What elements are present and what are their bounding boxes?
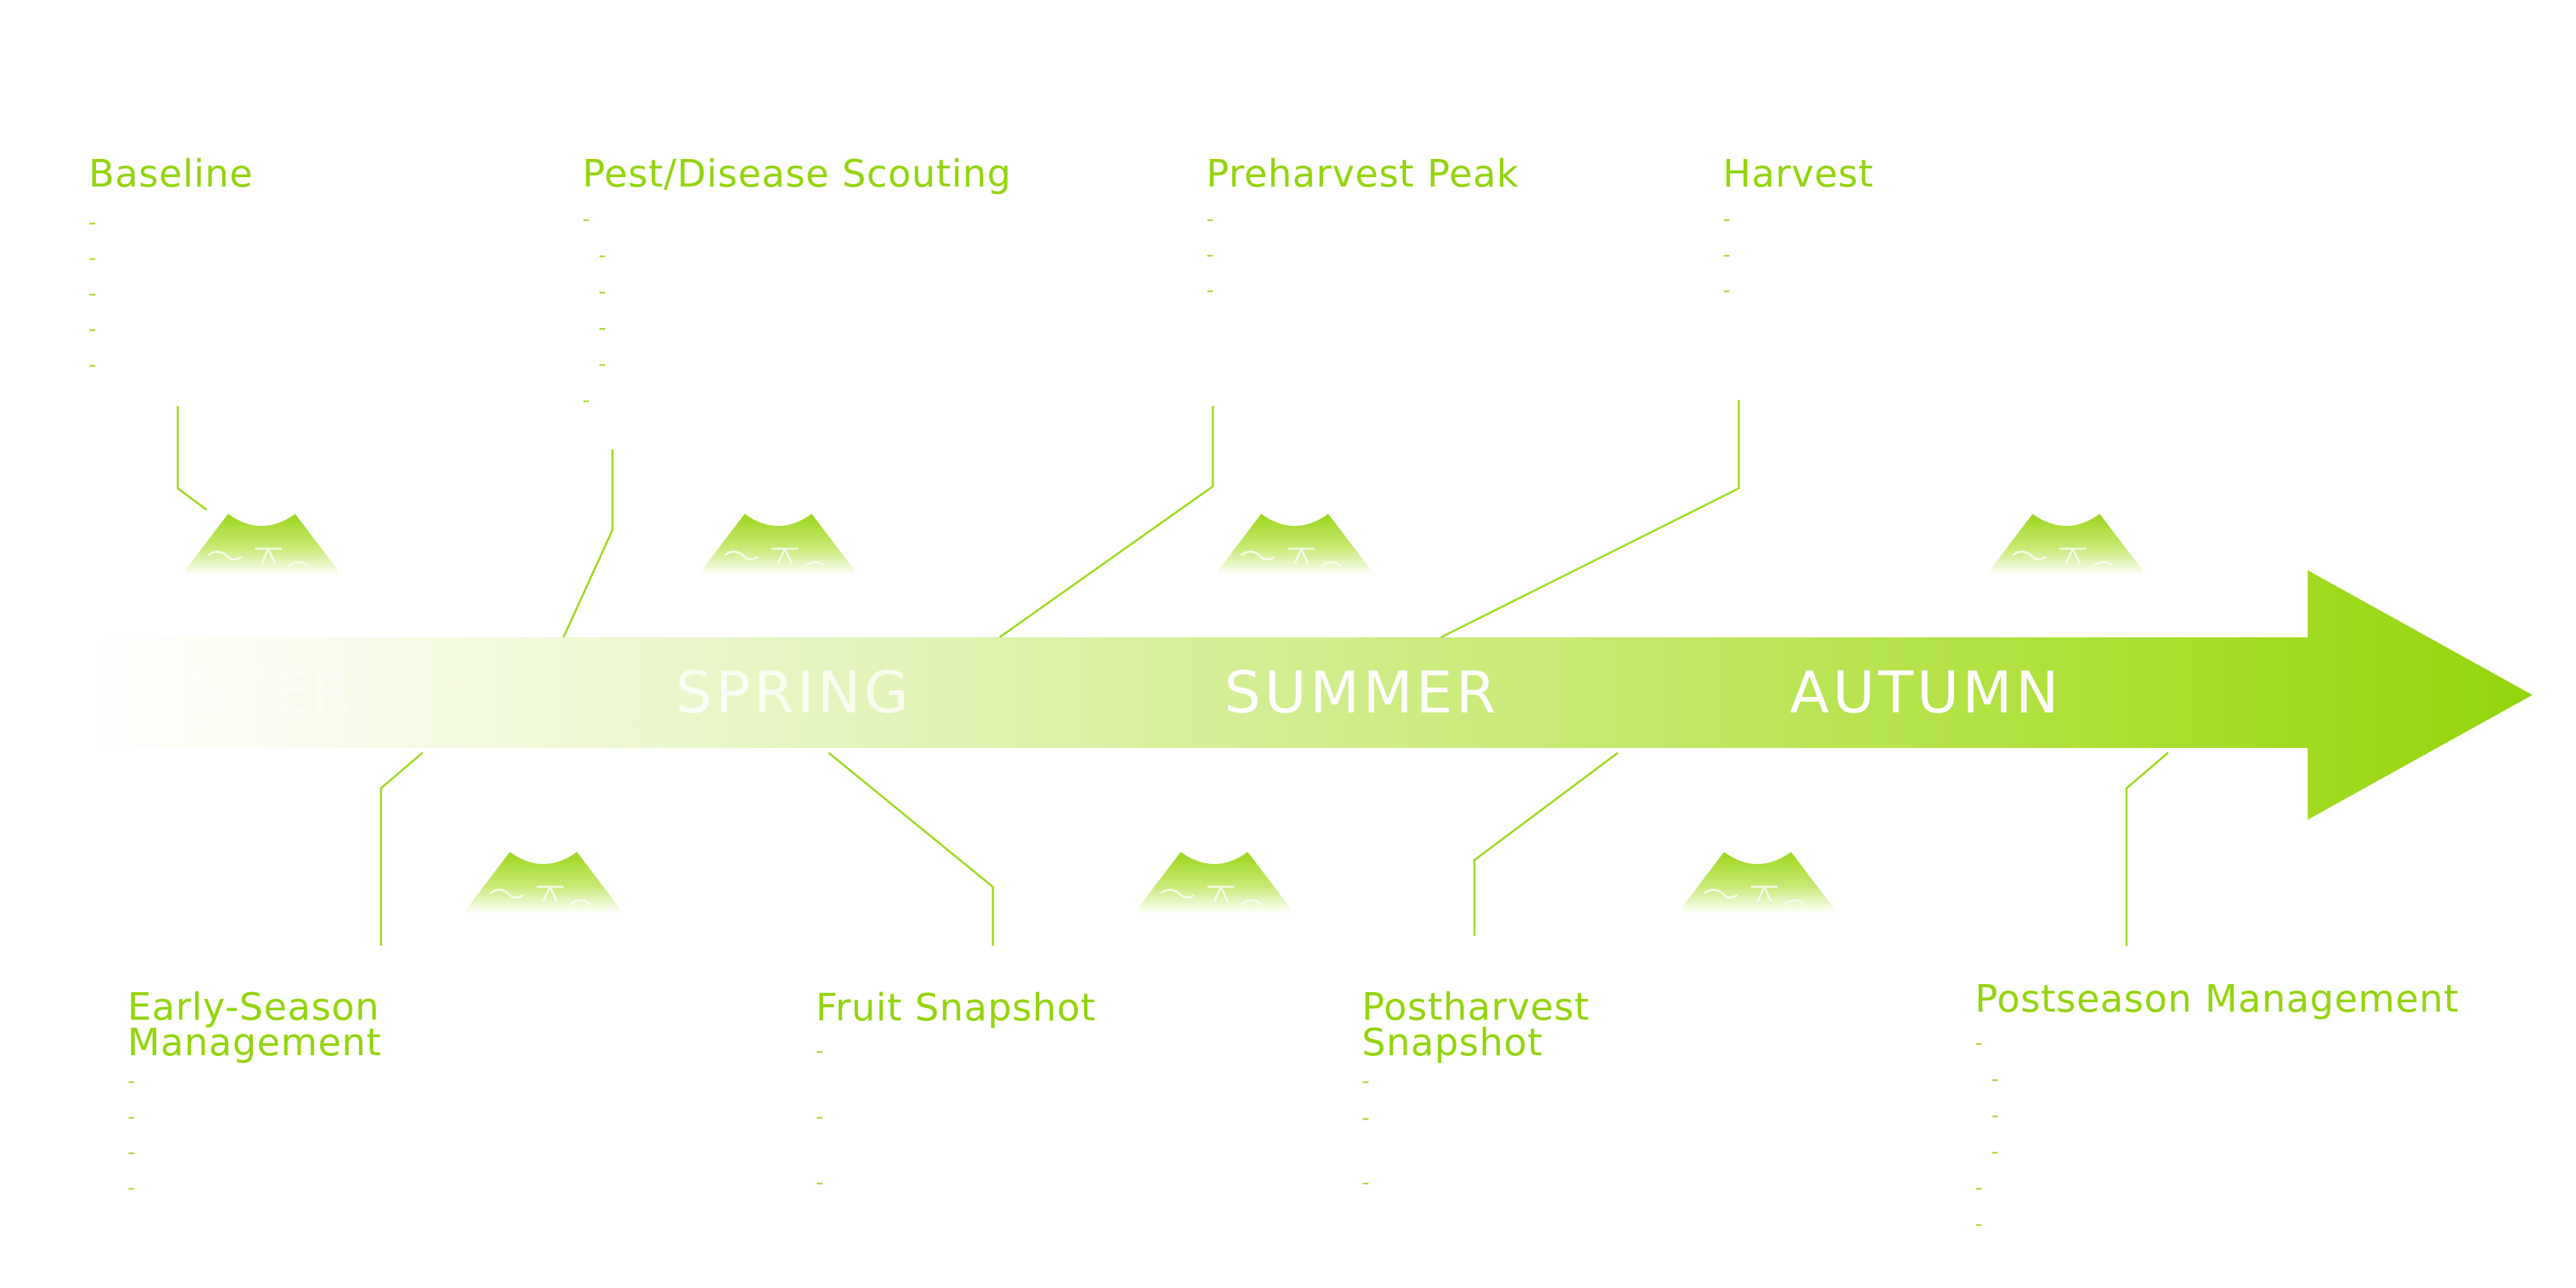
bullet: - [1991,1138,1999,1164]
stage-title: Pest/Disease Scouting [582,152,1012,196]
connector-baseline [176,406,207,511]
hill-landscape-icon [181,513,342,576]
bullet: - [89,316,97,341]
bullet: - [598,278,606,304]
bullet: - [1975,1175,1983,1200]
hill-landscape-icon [1134,851,1295,914]
bullet: - [598,242,606,268]
bullet: - [127,1175,136,1200]
hill-landscape-icon [698,513,859,576]
connector-postharvest-snapshot [1473,751,1619,936]
connector-postseason-management [2125,751,2169,946]
bullet: - [1206,241,1214,267]
bullet: - [89,245,97,270]
connector-harvest [1440,400,1740,639]
bullet: - [1723,241,1731,267]
bullet: - [1991,1066,1999,1091]
bullet: - [127,1104,136,1129]
bullet: - [582,206,590,231]
bullet: - [89,280,97,306]
bullet: - [816,1169,824,1195]
connector-early-season-management [380,751,423,946]
hill-landscape-icon [1214,513,1375,576]
bullet: - [816,1104,824,1129]
bullet: - [1723,277,1731,303]
stage-title: Postharvest Snapshot [1362,985,1590,1065]
season-label-winter: WINTER [106,659,356,727]
bullet: - [89,209,97,235]
bullet: - [1362,1169,1370,1195]
hill-landscape-icon [463,851,624,914]
timeline-arrow [80,570,2532,820]
connector-fruit-snapshot [828,751,994,946]
stage-title: Postseason Management [1975,977,2459,1021]
hill-landscape-icon [1986,513,2147,576]
bullet: - [598,351,606,376]
bullet: - [1362,1068,1370,1093]
stage-title: Preharvest Peak [1206,152,1519,196]
bullet: - [1723,206,1731,231]
stage-title: Fruit Snapshot [816,986,1096,1030]
bullet: - [1975,1030,1983,1055]
connector-preharvest-peak [999,406,1214,639]
season-label-autumn: AUTUMN [1790,659,2062,727]
hill-landscape-icon [1677,851,1838,914]
bullet: - [127,1139,136,1165]
bullet: - [127,1068,136,1093]
bullet: - [89,352,97,377]
stage-title: Harvest [1723,152,1874,196]
bullet: - [1975,1211,1983,1236]
bullet: - [1206,206,1214,231]
bullet: - [1362,1105,1370,1130]
bullet: - [816,1038,824,1063]
bullet: - [1206,277,1214,303]
connector-pest-disease-scouting [562,449,614,638]
season-label-spring: SPRING [676,659,912,727]
bullet: - [582,387,590,413]
stage-title: Baseline [89,152,254,196]
bullet: - [1991,1102,1999,1128]
stage-title: Early-Season Management [127,985,382,1065]
bullet: - [598,315,606,340]
season-label-summer: SUMMER [1224,659,1500,727]
